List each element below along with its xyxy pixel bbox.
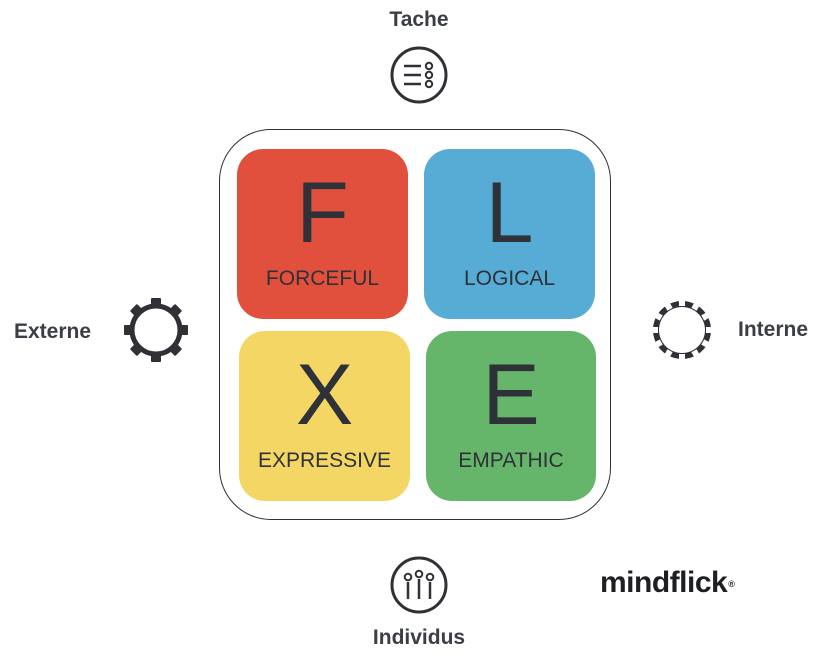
quadrant-letter: X — [295, 347, 354, 443]
quadrant-empathic: E EMPATHIC — [426, 331, 596, 501]
quadrant-letter: L — [485, 165, 534, 261]
quadrant-letter: F — [296, 165, 349, 261]
axis-label-bottom: Individus — [372, 626, 466, 649]
quadrant-word: EMPATHIC — [458, 449, 564, 472]
registered-mark: ® — [728, 579, 735, 589]
axis-label-right: Interne — [738, 318, 809, 341]
people-icon — [389, 555, 449, 615]
quadrant-word: EXPRESSIVE — [257, 449, 392, 472]
flex-quadrant-frame: F FORCEFUL L LOGICAL X EXPRESSIVE E EMPA… — [219, 129, 611, 520]
quadrant-expressive: X EXPRESSIVE — [239, 331, 410, 501]
mindflick-logo: mindflick® — [600, 566, 735, 600]
axis-label-top: Tache — [389, 8, 449, 31]
logo-text: mindflick — [600, 566, 728, 599]
quadrant-word: LOGICAL — [463, 267, 556, 290]
axis-label-left: Externe — [14, 320, 92, 343]
quadrant-letter: E — [482, 347, 540, 443]
quadrant-logical: L LOGICAL — [424, 149, 595, 319]
task-list-icon — [389, 45, 449, 105]
quadrant-forceful: F FORCEFUL — [237, 149, 408, 319]
external-gear-icon — [122, 296, 190, 364]
quadrant-word: FORCEFUL — [265, 267, 380, 290]
internal-gear-icon — [648, 296, 716, 364]
